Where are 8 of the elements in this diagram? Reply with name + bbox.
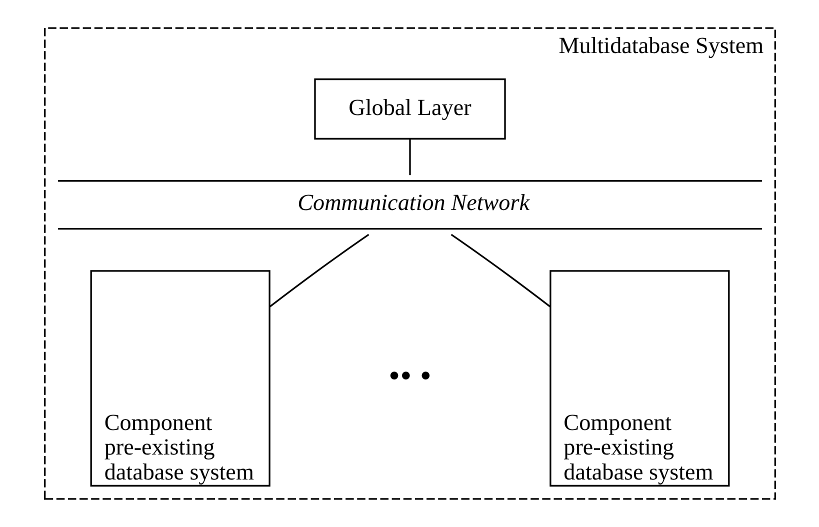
node-box: Component pre-existing database system [549, 270, 730, 487]
node-box: Global Layer [314, 78, 506, 140]
connector [408, 138, 410, 176]
label: •• • [388, 358, 431, 395]
connector [450, 234, 550, 308]
node-box: Component pre-existing database system [90, 270, 270, 487]
node-text: Communication Network [297, 190, 530, 216]
connector [268, 234, 369, 308]
